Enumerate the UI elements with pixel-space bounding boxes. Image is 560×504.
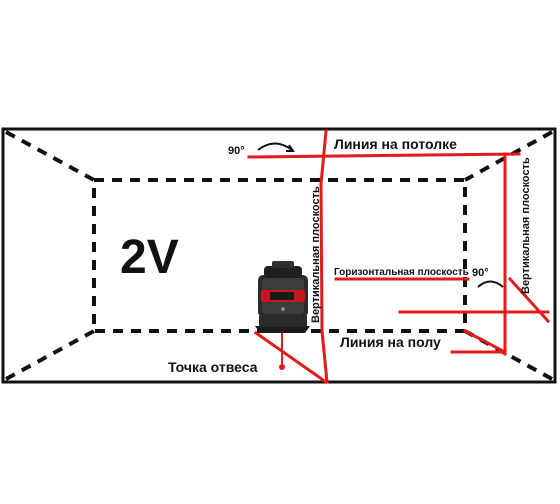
mode-label: 2V (120, 231, 179, 284)
corner-edges-dashed (5, 130, 553, 381)
ceiling-line-label: Линия на потолке (334, 136, 457, 152)
horizontal-plane-label: Горизонтальная плоскость (334, 267, 469, 278)
angle-arc-top (257, 142, 293, 151)
room-outline (1, 127, 557, 384)
plumb-point-label: Точка отвеса (168, 359, 258, 375)
laser-lines (247, 129, 551, 385)
vertical-plane-1-label: Вертикальная плоскость (310, 186, 322, 323)
ceiling-line-top (247, 152, 521, 159)
vertical-plane-2-label: Вертикальная плоскость (520, 157, 532, 294)
angle-arcs (257, 142, 504, 288)
plumb-point-dot (279, 364, 285, 370)
floor-diagonal-line (253, 330, 329, 385)
angle-label-top: 90° (228, 145, 245, 157)
angle-label-right: 90° (472, 267, 489, 279)
horizontal-plane-extension-2 (507, 276, 551, 324)
floor-line-label: Линия на полу (340, 334, 441, 350)
angle-arc-top-arrow (286, 144, 295, 152)
laser-level-device (255, 261, 310, 333)
angle-arc-right (477, 280, 504, 288)
floor-line-right (462, 328, 508, 355)
